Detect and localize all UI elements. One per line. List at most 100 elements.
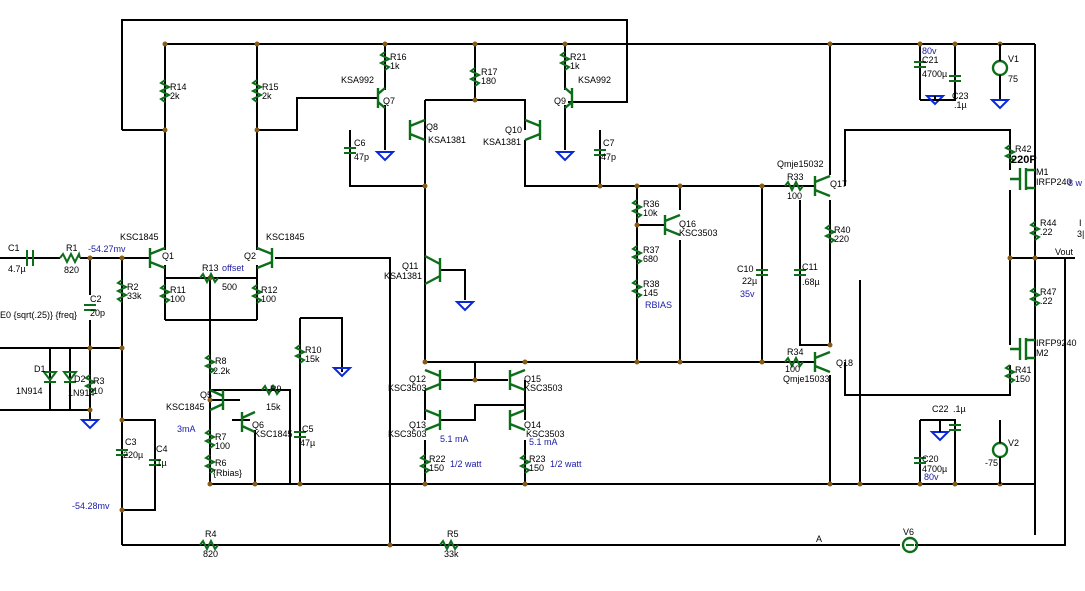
resistor-R17: [468, 67, 482, 87]
type-Q16: KSC3503: [679, 228, 718, 238]
value-R14: 2k: [170, 91, 180, 101]
value-R7: 100: [215, 441, 230, 451]
resistor-R4: [199, 538, 219, 552]
resistor-R38: [630, 279, 644, 299]
transistor-Q13: [424, 408, 442, 432]
label-R14: R14: [170, 82, 187, 92]
label-R33: R33: [787, 172, 804, 182]
label-R15: R15: [262, 82, 279, 92]
capacitor-C20: [914, 457, 926, 464]
label-Q1: Q1: [162, 251, 174, 261]
value-R42: 220P: [1011, 154, 1037, 166]
label-C11: C11: [802, 262, 818, 272]
label-C21: C21: [922, 55, 939, 65]
capacitor-C10: [756, 269, 768, 276]
label-C1: C1: [8, 243, 20, 253]
label-V2: V2: [1008, 438, 1019, 448]
resistor-R7: [203, 429, 217, 449]
value-R3: 10: [93, 386, 103, 396]
capacitor-C21: [914, 61, 926, 68]
label-R42: R42: [1015, 144, 1032, 154]
value-R36: 10k: [643, 208, 658, 218]
type-Q12: KSC3503: [388, 383, 427, 393]
tag-R13-offset: offset: [222, 263, 244, 273]
type-Q8: KSA1381: [428, 135, 466, 145]
label-R6: R6: [215, 458, 227, 468]
label-R36: R36: [643, 199, 660, 209]
value-R13: 500: [222, 282, 237, 292]
label-R13: R13: [202, 263, 219, 273]
value-R9: 15k: [266, 402, 281, 412]
mosfet-M1: [1010, 168, 1035, 190]
value-D1: 1N914: [16, 386, 43, 396]
resistor-R5: [439, 538, 459, 552]
label-Q11: Q11: [402, 261, 418, 271]
resistor-R2: [115, 279, 129, 303]
value-C5: 47µ: [300, 438, 315, 448]
label-R34: R34: [787, 347, 804, 357]
capacitor-C1: [26, 250, 34, 266]
label-Q17: Q17: [830, 179, 847, 189]
type-M2: IRFP9240: [1036, 338, 1077, 348]
label-C6: C6: [354, 138, 366, 148]
resistor-R36: [630, 199, 644, 219]
capacitor-C3: [116, 449, 128, 456]
resistor-R41: [1003, 364, 1017, 384]
note-R23: 1/2 watt: [550, 459, 582, 469]
label-M2: M2: [1036, 348, 1049, 358]
transistors: [148, 87, 1035, 434]
tag-rbias: RBIAS: [645, 300, 672, 310]
voltage-C21: 80v: [922, 46, 937, 56]
label-Q8: Q8: [426, 122, 438, 132]
value-R4: 820: [203, 549, 218, 559]
type-Q7: KSA992: [341, 75, 374, 85]
label-Q14: Q14: [524, 420, 541, 430]
value-R23: 150: [529, 463, 544, 473]
resistor-R13: [199, 271, 219, 285]
label-vout: Vout: [1055, 247, 1074, 257]
transistor-Q18: [813, 350, 831, 374]
label-R10: R10: [305, 345, 322, 355]
note-R44-b: 3|: [1077, 229, 1084, 239]
current-3mA: 3mA: [177, 424, 196, 434]
transistor-Q10: [524, 118, 542, 142]
label-Q15: Q15: [524, 374, 541, 384]
ground-icon: [554, 151, 576, 162]
label-Q18: Q18: [836, 358, 853, 368]
label-Q9: Q9: [554, 96, 566, 106]
capacitor-C2: [84, 304, 96, 311]
label-R5: R5: [447, 529, 459, 539]
value-C20: 4700µ: [922, 464, 947, 474]
value-C7: 47p: [601, 152, 616, 162]
capacitor-C4: [149, 459, 161, 466]
resistors: [59, 51, 1042, 552]
capacitors: [26, 61, 961, 466]
type-Q14: KSC3503: [526, 429, 565, 439]
label-V6: V6: [903, 527, 914, 537]
capacitor-C22: [949, 424, 961, 431]
mosfet-M2: [1010, 338, 1035, 360]
resistor-R1: [59, 251, 81, 265]
transistor-Q8: [408, 118, 426, 142]
label-R47: R47: [1040, 287, 1057, 297]
label-R41: R41: [1015, 365, 1032, 375]
current-q13: 5.1 mA: [440, 434, 469, 444]
ground-icon: [989, 99, 1011, 110]
transistor-Q12: [424, 368, 442, 392]
value-R12: 100: [261, 294, 276, 304]
value-C11: .68µ: [802, 277, 820, 287]
note-M1: 8 w: [1068, 178, 1083, 188]
label-R4: R4: [205, 529, 217, 539]
value-R33: 100: [787, 191, 802, 201]
capacitor-C23: [949, 75, 961, 82]
label-R1: R1: [66, 243, 78, 253]
resistor-R6: [203, 454, 217, 474]
transistor-Q14: [508, 408, 526, 432]
resistor-R16: [378, 51, 392, 71]
value-R17: 180: [481, 76, 496, 86]
capacitor-C11: [794, 269, 806, 276]
label-D1: D1: [34, 364, 46, 374]
label-C20: C20: [922, 454, 939, 464]
value-R6: {Rbias}: [213, 468, 242, 478]
label-R3: R3: [93, 376, 105, 386]
